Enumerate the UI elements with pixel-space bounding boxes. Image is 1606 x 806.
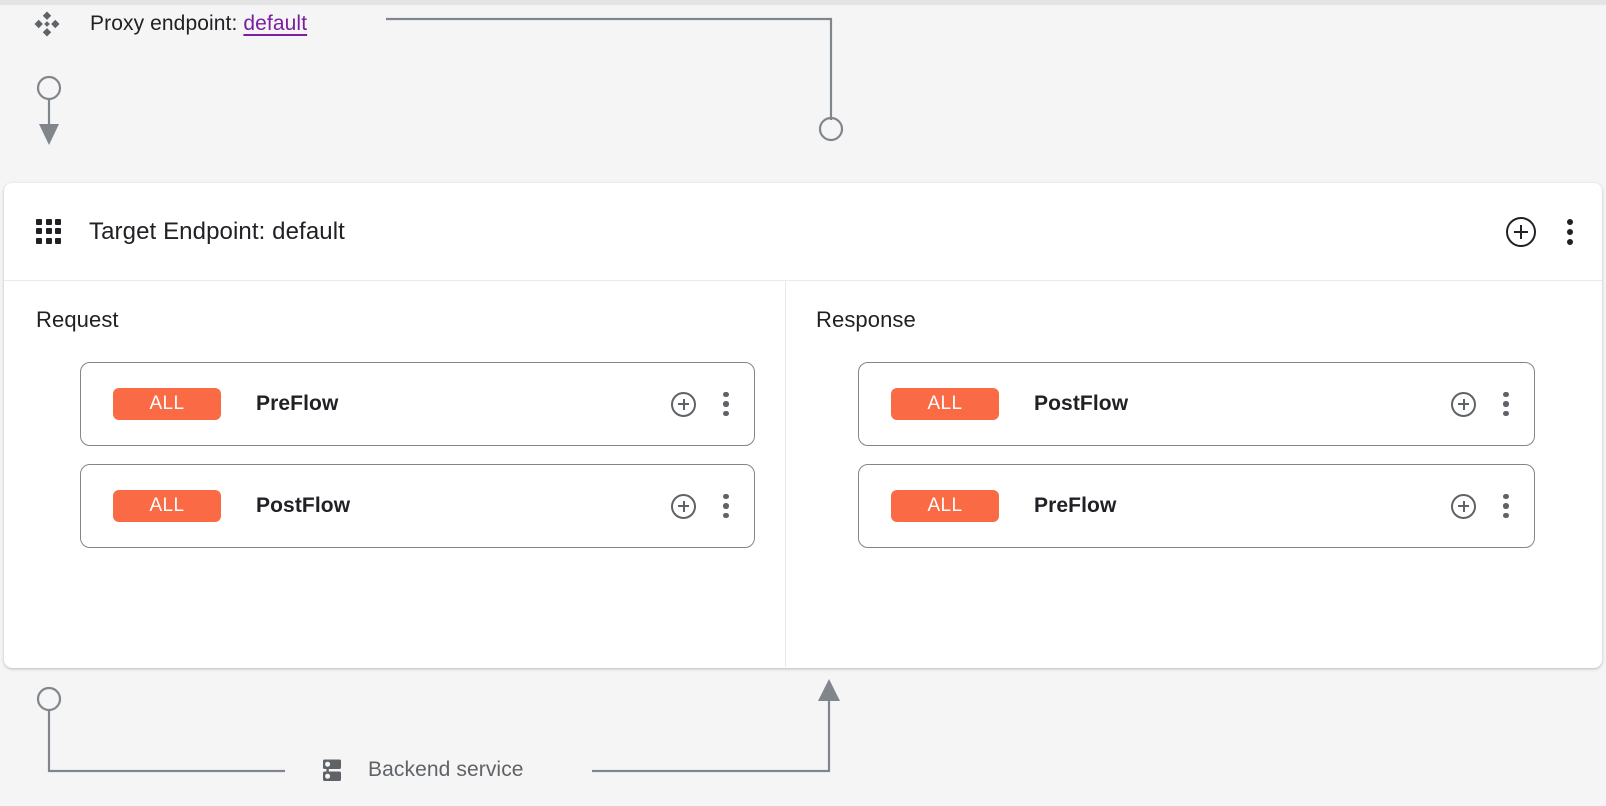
proxy-endpoint-label: Proxy endpoint: default: [90, 12, 307, 36]
flow-card-response-preflow[interactable]: ALL PreFlow: [858, 464, 1535, 548]
flow-name: PostFlow: [1034, 392, 1129, 415]
flow-name: PreFlow: [1034, 494, 1117, 517]
backend-service-node[interactable]: Backend service: [318, 750, 524, 790]
flow-badge: ALL: [113, 490, 221, 522]
flow-card-request-preflow[interactable]: ALL PreFlow: [80, 362, 755, 446]
proxy-endpoint-icon: [32, 9, 62, 39]
target-endpoint-title: Target Endpoint: default: [89, 217, 345, 245]
response-flow-list: ALL PostFlow ALL PreFlow: [858, 362, 1535, 548]
apps-grid-icon: [36, 218, 62, 245]
top-edge-divider: [0, 0, 1606, 5]
target-endpoint-more-button[interactable]: [1566, 217, 1574, 247]
target-endpoint-body: Request ALL PreFlow ALL: [4, 281, 1602, 667]
flow-more-button[interactable]: [1502, 389, 1510, 419]
target-endpoint-actions: [1506, 216, 1574, 247]
add-policy-button[interactable]: [1506, 216, 1536, 247]
add-circle-icon: [671, 391, 696, 417]
server-icon: [318, 756, 346, 784]
flow-badge: ALL: [891, 388, 999, 420]
add-circle-icon: [671, 493, 696, 519]
more-vert-icon: [1566, 217, 1574, 247]
flow-actions: [1451, 389, 1510, 419]
backend-service-label: Backend service: [368, 758, 524, 781]
flow-more-button[interactable]: [722, 389, 730, 419]
flow-actions: [671, 491, 730, 521]
response-column: Response ALL PostFlow ALL: [786, 281, 1601, 667]
add-circle-icon: [1451, 391, 1476, 417]
add-circle-icon: [1451, 493, 1476, 519]
add-circle-icon: [1506, 216, 1536, 247]
flow-name: PreFlow: [256, 392, 339, 415]
proxy-endpoint-label-prefix: Proxy endpoint:: [90, 12, 238, 35]
more-vert-icon: [1502, 389, 1510, 419]
proxy-endpoint-header: Proxy endpoint: default: [32, 8, 307, 40]
request-column: Request ALL PreFlow ALL: [4, 281, 786, 667]
target-endpoint-header: Target Endpoint: default: [4, 183, 1602, 281]
flow-more-button[interactable]: [722, 491, 730, 521]
request-column-title: Request: [36, 307, 119, 332]
flow-actions: [671, 389, 730, 419]
flow-actions: [1451, 491, 1510, 521]
flow-add-button[interactable]: [671, 391, 696, 417]
flow-more-button[interactable]: [1502, 491, 1510, 521]
target-endpoint-panel: Target Endpoint: default Request ALL Pre…: [4, 183, 1602, 668]
more-vert-icon: [1502, 491, 1510, 521]
more-vert-icon: [722, 389, 730, 419]
flow-add-button[interactable]: [1451, 493, 1476, 519]
flow-card-response-postflow[interactable]: ALL PostFlow: [858, 362, 1535, 446]
more-vert-icon: [722, 491, 730, 521]
response-column-title: Response: [816, 307, 916, 332]
request-flow-list: ALL PreFlow ALL PostFlow: [80, 362, 755, 548]
flow-badge: ALL: [891, 490, 999, 522]
flow-add-button[interactable]: [671, 493, 696, 519]
flow-card-request-postflow[interactable]: ALL PostFlow: [80, 464, 755, 548]
flow-name: PostFlow: [256, 494, 351, 517]
proxy-endpoint-link[interactable]: default: [243, 12, 308, 35]
flow-add-button[interactable]: [1451, 391, 1476, 417]
flow-badge: ALL: [113, 388, 221, 420]
